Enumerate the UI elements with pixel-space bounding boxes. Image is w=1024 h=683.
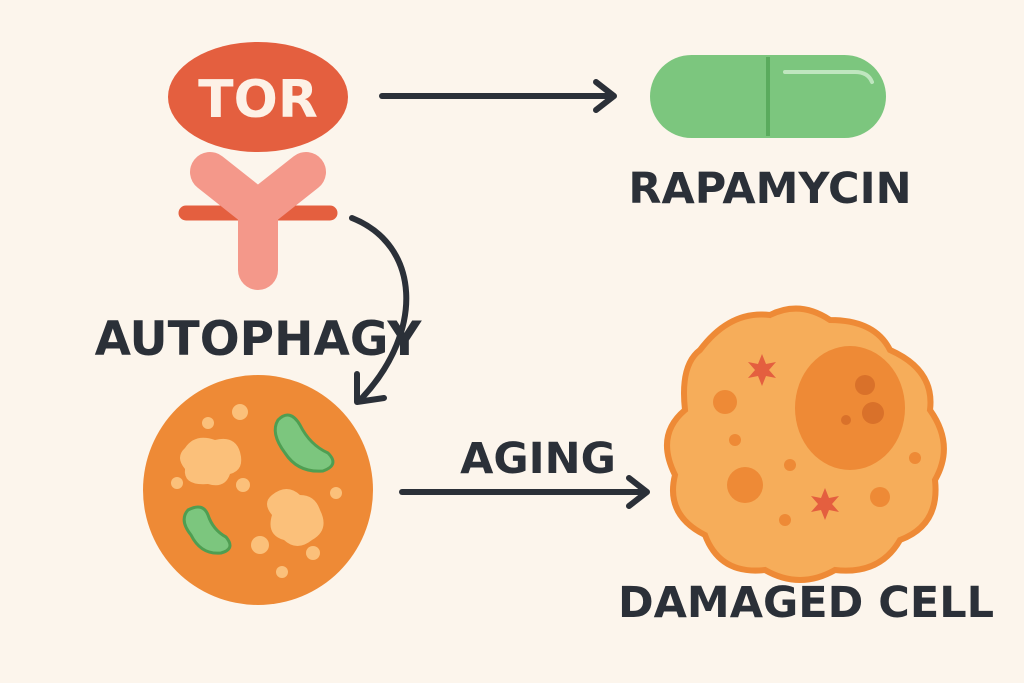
damaged-cell-label: DAMAGED CELL	[618, 578, 994, 628]
aging-label: AGING	[460, 434, 616, 484]
autophagy-cell-icon	[143, 375, 373, 605]
rapamycin-label: RAPAMYCIN	[628, 164, 911, 214]
arrowhead-icon	[626, 475, 650, 509]
receptor-icon	[178, 152, 338, 290]
tor-label: TOR	[198, 70, 318, 130]
arrowhead-icon	[593, 79, 617, 113]
autophagy-label: AUTOPHAGY	[95, 312, 423, 367]
tor-node: TOR	[168, 42, 348, 152]
arrowhead-icon	[354, 371, 387, 405]
arrow-receptor-to-autophagy	[349, 215, 410, 401]
rapamycin-pill-icon	[650, 55, 886, 138]
damaged-cell-icon	[664, 305, 947, 583]
